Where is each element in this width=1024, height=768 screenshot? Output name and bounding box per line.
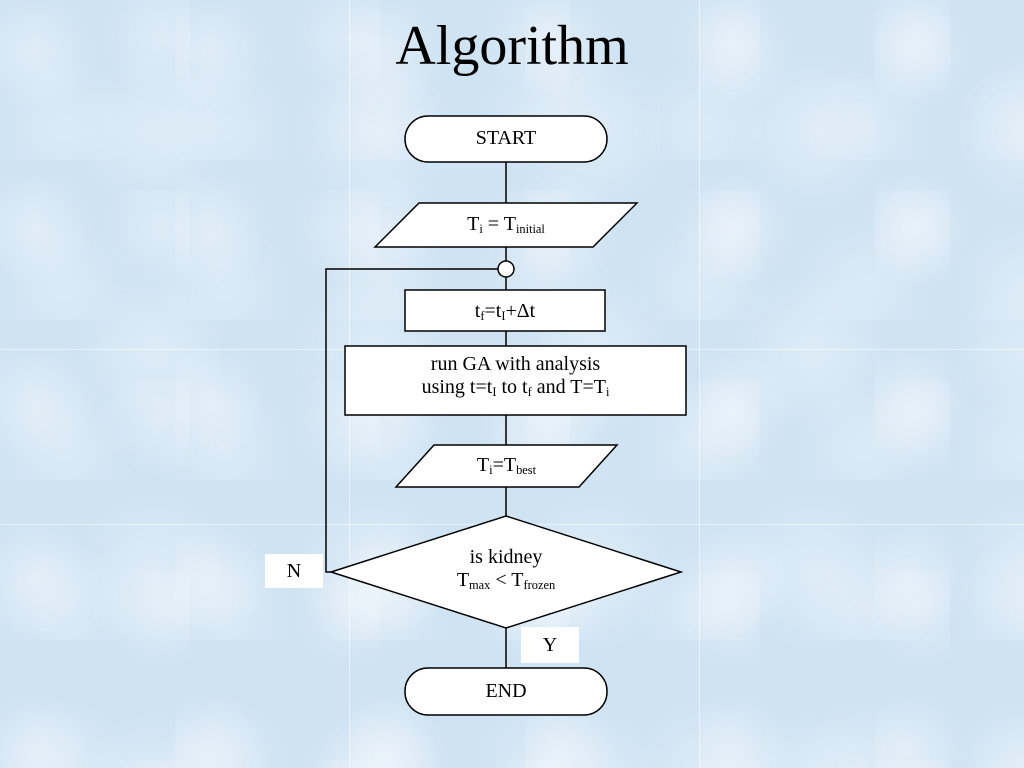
decision-line2: Tmax < Tfrozen (456, 569, 556, 593)
run-ga-process (344, 345, 687, 416)
update-label: Ti=Tbest (476, 454, 537, 478)
init-label: Ti = Tinitial (467, 213, 545, 237)
run-ga-line1: run GA with analysis (430, 353, 601, 375)
yes-branch-label: Y (521, 627, 579, 663)
run-ga-line2: using t=tI to tf and T=Ti (421, 376, 610, 400)
start-label: START (475, 127, 537, 149)
update-io-shape (394, 444, 619, 488)
loop-junction (497, 260, 515, 278)
time-step-process (404, 289, 606, 332)
time-step-label: tf=tI+Δt (474, 300, 536, 324)
init-io-shape (373, 202, 639, 248)
page-title: Algorithm (395, 15, 629, 77)
run-ga-label: run GA with analysis using t=tI to tf an… (345, 353, 686, 399)
no-branch-label: N (265, 554, 323, 588)
background-tile-seam (699, 0, 700, 768)
loop-back-connector (325, 268, 498, 573)
start-terminal (404, 115, 608, 163)
decision-label: is kidney Tmax < Tfrozen (381, 546, 631, 592)
decision-line1: is kidney (469, 546, 543, 568)
end-terminal (404, 667, 608, 716)
end-label: END (485, 680, 527, 702)
decision-diamond (328, 515, 684, 629)
connectors (325, 162, 507, 668)
